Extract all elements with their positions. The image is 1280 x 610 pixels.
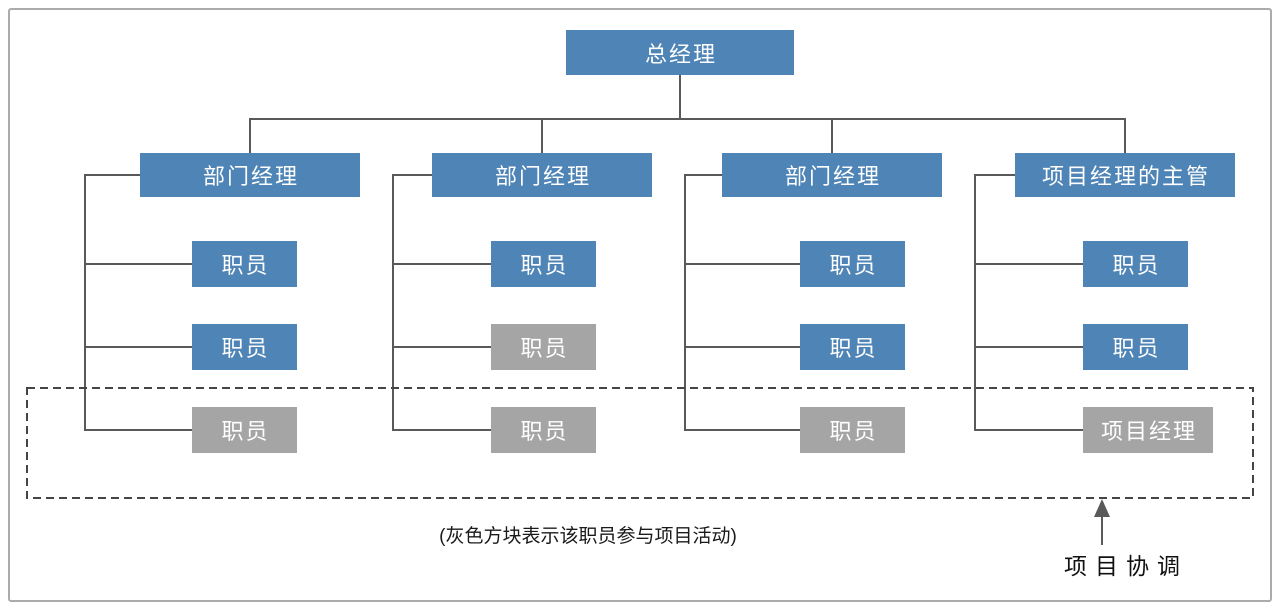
staff-box-3-1: 职员 [800,241,905,287]
staff-box-3-3: 职员 [800,407,905,453]
staff-box-1-2: 职员 [192,324,297,370]
project-manager-box: 项目经理 [1083,407,1213,453]
manager-box-3: 部门经理 [722,153,942,197]
coordination-arrow-label: 项目协调 [1064,553,1188,579]
staff-box-4-2: 职员 [1083,324,1188,370]
coordination-arrow [1094,499,1110,545]
staff-box-3-2: 职员 [800,324,905,370]
arrow-up-icon [1094,499,1110,517]
staff-box-2-3: 职员 [491,407,596,453]
project-boundary-dashed-box [26,387,1254,499]
staff-box-2-2: 职员 [491,324,596,370]
hierarchy-connectors [84,75,1126,431]
staff-box-1-3: 职员 [192,407,297,453]
gray-note-caption: (灰色方块表示该职员参与项目活动) [439,526,737,547]
staff-box-4-1: 职员 [1083,241,1188,287]
root-box-general-manager: 总经理 [566,30,794,75]
manager-box-project-supervisor: 项目经理的主管 [1015,153,1235,197]
manager-box-2: 部门经理 [432,153,652,197]
manager-box-1: 部门经理 [140,153,360,197]
staff-box-2-1: 职员 [491,241,596,287]
staff-box-1-1: 职员 [192,241,297,287]
